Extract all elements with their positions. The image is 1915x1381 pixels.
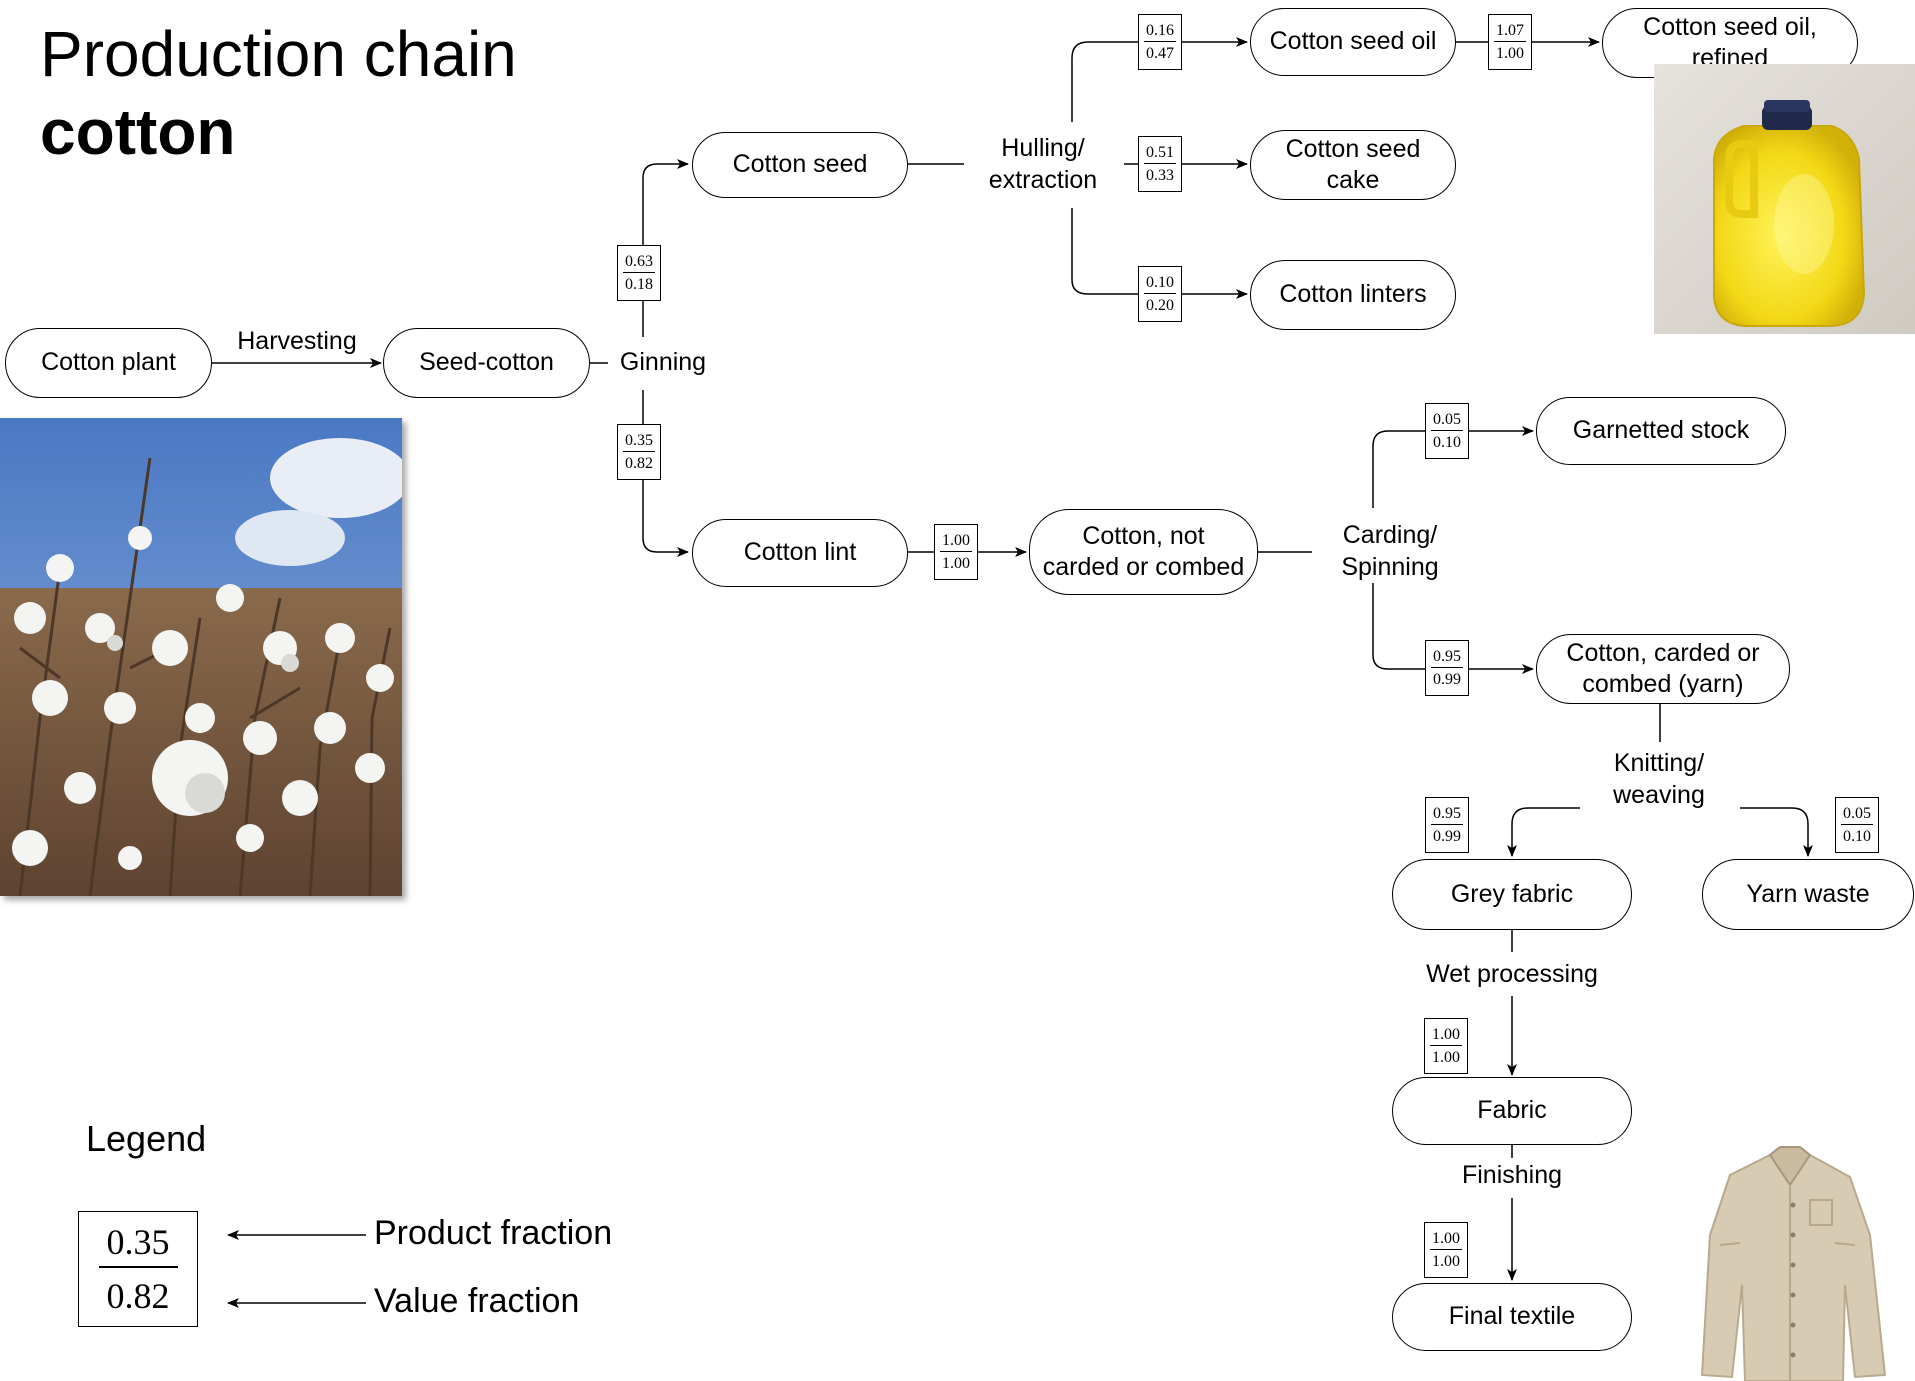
- knitting-waste-arrow: [1740, 807, 1813, 857]
- process-wet-processing: Wet processing: [1424, 958, 1600, 990]
- page-title-line2: cotton: [40, 96, 236, 168]
- node-garnetted-stock: Garnetted stock: [1536, 397, 1786, 465]
- node-cotton-carded-yarn: Cotton, carded or combed (yarn): [1536, 634, 1790, 704]
- process-knitting: Knitting/ weaving: [1611, 747, 1707, 811]
- product-fraction: 1.00: [940, 532, 972, 552]
- hulling-oil-arrow: [1071, 37, 1248, 122]
- fraction-box-hulling-cake: 0.51 0.33: [1138, 136, 1182, 192]
- fraction-box-wet-fabric: 1.00 1.00: [1424, 1018, 1468, 1074]
- fraction-box-carding-yarn: 0.95 0.99: [1425, 640, 1469, 696]
- node-cotton-linters: Cotton linters: [1250, 260, 1456, 330]
- ginning-lint-arrow: [642, 390, 689, 557]
- legend-title: Legend: [86, 1118, 207, 1159]
- process-ginning: Ginning: [617, 346, 709, 378]
- oil-jug-photo: [1654, 64, 1915, 334]
- product-fraction: 1.00: [1430, 1026, 1462, 1046]
- value-fraction: 1.00: [1432, 1252, 1460, 1270]
- node-cotton-seed: Cotton seed: [692, 132, 908, 198]
- value-fraction: 0.33: [1146, 166, 1174, 184]
- process-carding: Carding/ Spinning: [1339, 519, 1441, 583]
- node-cotton-seed-oil: Cotton seed oil: [1250, 8, 1456, 76]
- value-fraction: 0.47: [1146, 44, 1174, 62]
- value-fraction: 0.99: [1433, 827, 1461, 845]
- knitting-grey-arrow: [1507, 807, 1580, 857]
- value-fraction: 0.82: [625, 454, 653, 472]
- cotton-field-photo: [0, 418, 402, 896]
- node-final-textile: Final textile: [1392, 1283, 1632, 1351]
- node-seed-cotton: Seed-cotton: [383, 328, 590, 398]
- ginning-seed-arrow: [642, 159, 689, 337]
- value-fraction: 0.99: [1433, 670, 1461, 688]
- fraction-box-ginning-lint: 0.35 0.82: [617, 424, 661, 480]
- process-finishing: Finishing: [1459, 1159, 1565, 1191]
- oil-jug-image: [1654, 64, 1915, 334]
- node-grey-fabric: Grey fabric: [1392, 859, 1632, 930]
- value-fraction: 1.00: [1496, 44, 1524, 62]
- value-fraction: 0.20: [1146, 296, 1174, 314]
- process-harvesting: Harvesting: [235, 325, 359, 357]
- product-fraction: 1.00: [1430, 1230, 1462, 1250]
- node-cotton-lint: Cotton lint: [692, 519, 908, 587]
- hulling-linters-arrow: [1071, 208, 1248, 299]
- value-fraction: 1.00: [1432, 1048, 1460, 1066]
- legend-product-label: Product fraction: [374, 1214, 613, 1252]
- fraction-box-knitting-grey: 0.95 0.99: [1425, 797, 1469, 853]
- product-fraction: 0.05: [1841, 805, 1873, 825]
- fraction-box-oil-refined: 1.07 1.00: [1488, 14, 1532, 70]
- carding-garnetted-arrow: [1372, 426, 1534, 508]
- node-fabric: Fabric: [1392, 1077, 1632, 1145]
- legend-value-label: Value fraction: [374, 1282, 580, 1320]
- process-hulling: Hulling/ extraction: [986, 132, 1100, 196]
- product-fraction: 1.07: [1494, 22, 1526, 42]
- product-fraction: 0.35: [623, 432, 655, 452]
- fraction-box-hulling-oil: 0.16 0.47: [1138, 14, 1182, 70]
- fraction-box-lint-cotton: 1.00 1.00: [934, 524, 978, 580]
- cotton-field-image: [0, 418, 402, 896]
- value-fraction: 1.00: [942, 554, 970, 572]
- fraction-box-knitting-waste: 0.05 0.10: [1835, 797, 1879, 853]
- legend-product-value: 0.35: [98, 1224, 178, 1268]
- fraction-box-finishing-textile: 1.00 1.00: [1424, 1222, 1468, 1278]
- product-fraction: 0.16: [1144, 22, 1176, 42]
- node-cotton-seed-cake: Cotton seed cake: [1250, 130, 1456, 200]
- value-fraction: 0.10: [1433, 433, 1461, 451]
- value-fraction: 0.10: [1843, 827, 1871, 845]
- product-fraction: 0.51: [1144, 144, 1176, 164]
- product-fraction: 0.63: [623, 253, 655, 273]
- fraction-box-hulling-linters: 0.10 0.20: [1138, 266, 1182, 322]
- product-fraction: 0.95: [1431, 805, 1463, 825]
- shirt-photo: [1660, 1125, 1915, 1381]
- legend-value-value: 0.82: [106, 1276, 170, 1316]
- product-fraction: 0.10: [1144, 274, 1176, 294]
- value-fraction: 0.18: [625, 275, 653, 293]
- node-cotton-plant: Cotton plant: [5, 328, 212, 398]
- node-yarn-waste: Yarn waste: [1702, 859, 1914, 930]
- node-cotton-not-carded: Cotton, not carded or combed: [1029, 509, 1258, 595]
- page-title-line1: Production chain: [40, 18, 517, 90]
- product-fraction: 0.95: [1431, 648, 1463, 668]
- shirt-image: [1660, 1125, 1915, 1381]
- legend-fraction-box: 0.35 0.82: [78, 1211, 198, 1327]
- carding-yarn-arrow: [1372, 582, 1534, 674]
- fraction-box-carding-garnetted: 0.05 0.10: [1425, 403, 1469, 459]
- product-fraction: 0.05: [1431, 411, 1463, 431]
- fraction-box-ginning-seed: 0.63 0.18: [617, 245, 661, 301]
